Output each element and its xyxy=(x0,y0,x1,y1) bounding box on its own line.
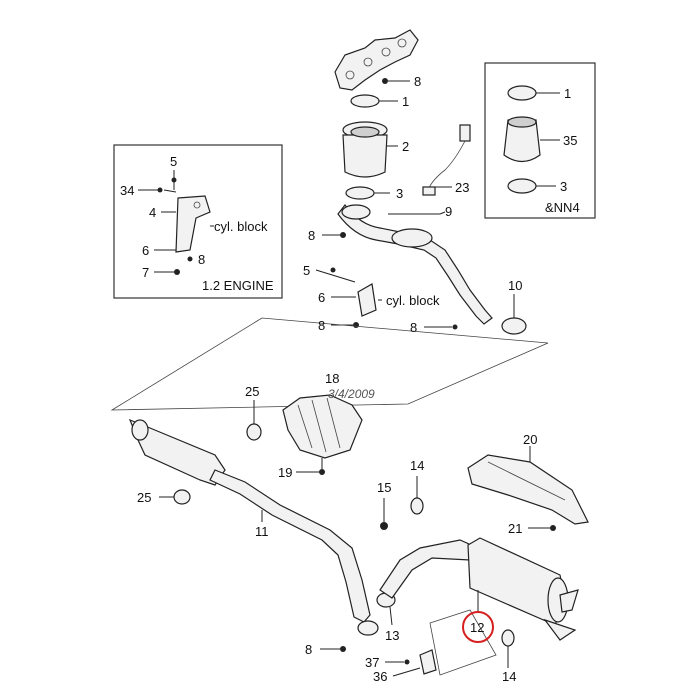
callout-1b: 1 xyxy=(564,86,571,101)
callout-8a: 8 xyxy=(414,74,421,89)
callout-18: 18 xyxy=(325,371,339,386)
callout-35: 35 xyxy=(563,133,577,148)
flange-bottom xyxy=(357,620,379,636)
oxygen-sensor-23 xyxy=(422,124,471,196)
callout-1a: 1 xyxy=(402,94,409,109)
bolt-8b xyxy=(340,232,346,238)
callout-19: 19 xyxy=(278,465,292,480)
callout-34: 34 xyxy=(120,183,134,198)
callout-2: 2 xyxy=(402,139,409,154)
callout-7: 7 xyxy=(142,265,149,280)
callout-9: 9 xyxy=(445,204,452,219)
label-1-2-engine: 1.2 ENGINE xyxy=(202,278,274,293)
stud-15 xyxy=(380,522,388,530)
callout-21: 21 xyxy=(508,521,522,536)
callout-23: 23 xyxy=(455,180,469,195)
catalytic-converter-2 xyxy=(342,121,388,178)
hanger-25a xyxy=(246,423,262,441)
intermediate-pipe-11 xyxy=(128,418,371,623)
bolt-5a xyxy=(330,267,336,273)
rear-pipe xyxy=(379,539,479,599)
bolt-7 xyxy=(174,269,180,275)
bolt-34 xyxy=(157,187,163,193)
flange-top xyxy=(341,204,371,220)
muffler-12 xyxy=(467,537,579,641)
callout-3b: 3 xyxy=(560,179,567,194)
callout-15: 15 xyxy=(377,480,391,495)
callout-12: 12 xyxy=(470,620,484,635)
washer-14a xyxy=(410,497,424,515)
highlight-circle-12 xyxy=(462,611,494,643)
callout-8c: 8 xyxy=(318,318,325,333)
callout-25b: 25 xyxy=(137,490,151,505)
callout-6a: 6 xyxy=(318,290,325,305)
catalytic-converter-35 xyxy=(503,116,541,163)
bolt-8a xyxy=(382,78,388,84)
callout-14b: 14 xyxy=(502,669,516,684)
gasket-1b xyxy=(507,85,537,101)
callout-8b: 8 xyxy=(308,228,315,243)
bolt-8c xyxy=(353,322,359,328)
callout-20: 20 xyxy=(523,432,537,447)
callout-11: 11 xyxy=(255,524,269,539)
bracket-6-main xyxy=(357,283,377,317)
front-pipe-9 xyxy=(337,204,493,325)
bolt-8f xyxy=(340,646,346,652)
callout-4: 4 xyxy=(149,205,156,220)
callout-5b: 5 xyxy=(170,154,177,169)
callout-8f: 8 xyxy=(305,642,312,657)
callout-8e: 8 xyxy=(198,252,205,267)
gasket-1a xyxy=(350,94,380,108)
callout-8d: 8 xyxy=(410,320,417,335)
callout-14a: 14 xyxy=(410,458,424,473)
callout-37: 37 xyxy=(365,655,379,670)
heat-shield-18 xyxy=(282,394,363,459)
bolt-19 xyxy=(319,469,325,475)
bolt-21 xyxy=(550,525,556,531)
gasket-3a xyxy=(345,186,375,200)
hanger-25b xyxy=(173,489,191,505)
bolt-8d xyxy=(452,324,458,330)
label-nn4: &NN4 xyxy=(545,200,580,215)
callout-10: 10 xyxy=(508,278,522,293)
label-cyl-block-main: cyl. block xyxy=(386,293,440,308)
heat-shield-20 xyxy=(467,454,589,525)
label-cyl-block-inset: cyl. block xyxy=(214,219,268,234)
bracket-4 xyxy=(175,195,211,253)
callout-36: 36 xyxy=(373,669,387,684)
bolt-37 xyxy=(404,659,410,665)
watermark-date: 3/4/2009 xyxy=(328,387,375,401)
gasket-10 xyxy=(501,317,527,335)
callout-5a: 5 xyxy=(303,263,310,278)
inset-box-1-2-engine xyxy=(113,144,283,299)
washer-14b xyxy=(501,629,515,647)
callout-6b: 6 xyxy=(142,243,149,258)
callout-13: 13 xyxy=(385,628,399,643)
rear-bracket-36 xyxy=(419,609,497,676)
inset-box-nn4 xyxy=(484,62,596,219)
callout-3a: 3 xyxy=(396,186,403,201)
bolt-8e xyxy=(187,256,193,262)
gasket-3b xyxy=(507,178,537,194)
exhaust-manifold xyxy=(334,29,419,91)
callout-25a: 25 xyxy=(245,384,259,399)
